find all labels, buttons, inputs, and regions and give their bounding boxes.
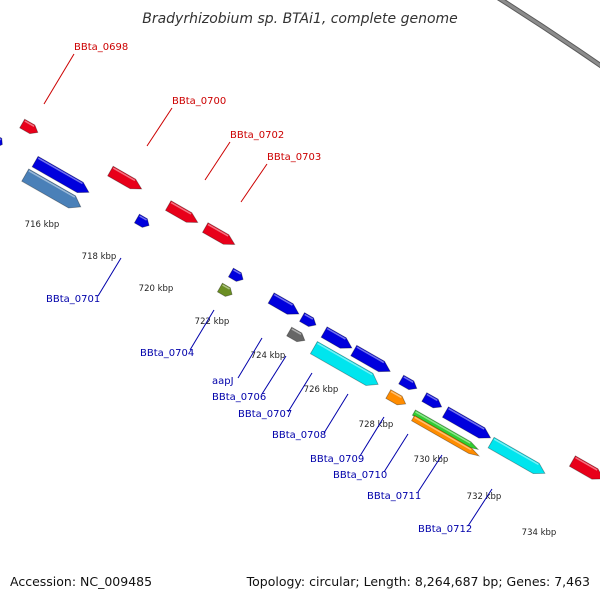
reverse-leader-line (261, 355, 287, 395)
gene-feature-reverse (133, 213, 150, 228)
gene-feature-reverse-highlight (139, 215, 147, 221)
gene-feature-forward-highlight (493, 438, 539, 466)
gene-feature-reverse (411, 409, 480, 451)
gene-feature-reverse-highlight (317, 342, 373, 376)
gene-feature-reverse-highlight (326, 327, 346, 340)
gene-feature-forward-highlight (112, 167, 136, 182)
reverse-gene-label: BBta_0708 (272, 430, 326, 441)
gene-feature-forward (107, 165, 143, 190)
gene-feature-forward (19, 118, 39, 135)
reverse-gene-label: BBta_0704 (140, 348, 194, 359)
gene-feature-forward (201, 222, 236, 245)
forward-leader-line (43, 53, 75, 105)
reverse-leader-line (287, 372, 313, 413)
gene-feature-reverse-highlight (356, 346, 385, 364)
gene-feature-reverse (441, 406, 492, 439)
reverse-leader-line (189, 309, 215, 351)
forward-gene-label: BBta_0703 (267, 152, 321, 163)
gene-feature-reverse-highlight (273, 293, 293, 306)
map-title: Bradyrhizobium sp. BTAi1, complete genom… (142, 11, 458, 27)
gene-feature-reverse-highlight (28, 170, 76, 198)
gene-feature-reverse-highlight (291, 328, 302, 335)
gene-feature-reverse (31, 155, 90, 194)
gene-feature-reverse-highlight (390, 390, 402, 399)
gene-feature-reverse-highlight (415, 411, 471, 444)
scale-label: 724 kbp (251, 351, 286, 361)
gene-feature-reverse (350, 344, 391, 373)
gene-feature-reverse (216, 282, 233, 297)
reverse-leader-line (359, 416, 385, 457)
gene-feature-forward-highlight (207, 223, 229, 237)
gene-feature-reverse (0, 134, 3, 148)
reverse-leader-line (237, 337, 263, 379)
gene-feature-reverse-highlight (426, 393, 438, 402)
gene-feature-forward-highlight (170, 201, 192, 215)
reverse-gene-label: BBta_0712 (418, 524, 472, 535)
gene-feature-reverse (421, 392, 443, 409)
gene-feature-reverse (299, 312, 317, 327)
reverse-gene-label: BBta_0701 (46, 294, 100, 305)
gene-feature-reverse-highlight (304, 313, 314, 320)
reverse-gene-label: BBta_0711 (367, 491, 421, 502)
reverse-leader-line (383, 433, 409, 473)
backbone-ring (498, 0, 600, 68)
scale-label: 730 kbp (414, 455, 449, 465)
gene-feature-reverse (398, 374, 418, 391)
gene-feature-reverse-highlight (414, 416, 472, 451)
accession-text: Accession: NC_009485 (10, 574, 153, 589)
gene-feature-reverse (267, 292, 300, 315)
scale-label: 716 kbp (25, 220, 60, 230)
gene-feature-reverse (286, 326, 306, 343)
reverse-leader-line (417, 454, 443, 493)
scale-label: 718 kbp (82, 252, 117, 262)
gene-feature-reverse-highlight (222, 284, 230, 290)
gene-feature-reverse-highlight (0, 136, 2, 141)
gene-feature-forward-highlight (24, 120, 35, 127)
gene-feature-reverse-highlight (37, 157, 83, 185)
forward-gene-label: BBta_0702 (230, 130, 284, 141)
forward-gene-label: BBta_0700 (172, 96, 226, 107)
scale-label: 720 kbp (139, 284, 174, 294)
reverse-leader-line (323, 393, 349, 434)
gene-feature-forward-highlight (575, 456, 598, 471)
gene-feature-forward (164, 200, 199, 223)
forward-gene-label: BBta_0698 (74, 42, 128, 53)
scale-label: 734 kbp (522, 528, 557, 538)
scale-label: 728 kbp (359, 420, 394, 430)
reverse-gene-label: BBta_0710 (333, 470, 387, 481)
forward-leader-line (146, 107, 173, 147)
scale-label: 732 kbp (467, 492, 502, 502)
gene-feature-reverse-highlight (448, 408, 485, 430)
reverse-gene-label: BBta_0707 (238, 409, 292, 420)
gene-feature-reverse (385, 389, 407, 406)
gene-feature-reverse (410, 414, 481, 457)
reverse-gene-label: aapJ (212, 376, 234, 387)
forward-leader-line (204, 141, 231, 181)
reverse-gene-label: BBta_0706 (212, 392, 266, 403)
reverse-gene-label: BBta_0709 (310, 454, 364, 465)
forward-leader-line (240, 163, 268, 203)
gene-feature-forward (568, 455, 600, 480)
gene-feature-reverse-highlight (233, 269, 241, 275)
gene-feature-reverse (21, 168, 82, 209)
genome-summary-text: Topology: circular; Length: 8,264,687 bp… (246, 574, 590, 589)
scale-label: 726 kbp (304, 385, 339, 395)
backbone-outline (496, 0, 600, 69)
gene-feature-reverse (320, 326, 353, 349)
gene-feature-reverse-highlight (403, 376, 414, 383)
gene-feature-forward (487, 436, 546, 475)
gene-feature-reverse (227, 267, 244, 282)
reverse-leader-line (467, 488, 493, 527)
gene-feature-reverse (309, 340, 379, 386)
scale-label: 722 kbp (195, 317, 230, 327)
reverse-leader-line (97, 257, 122, 297)
